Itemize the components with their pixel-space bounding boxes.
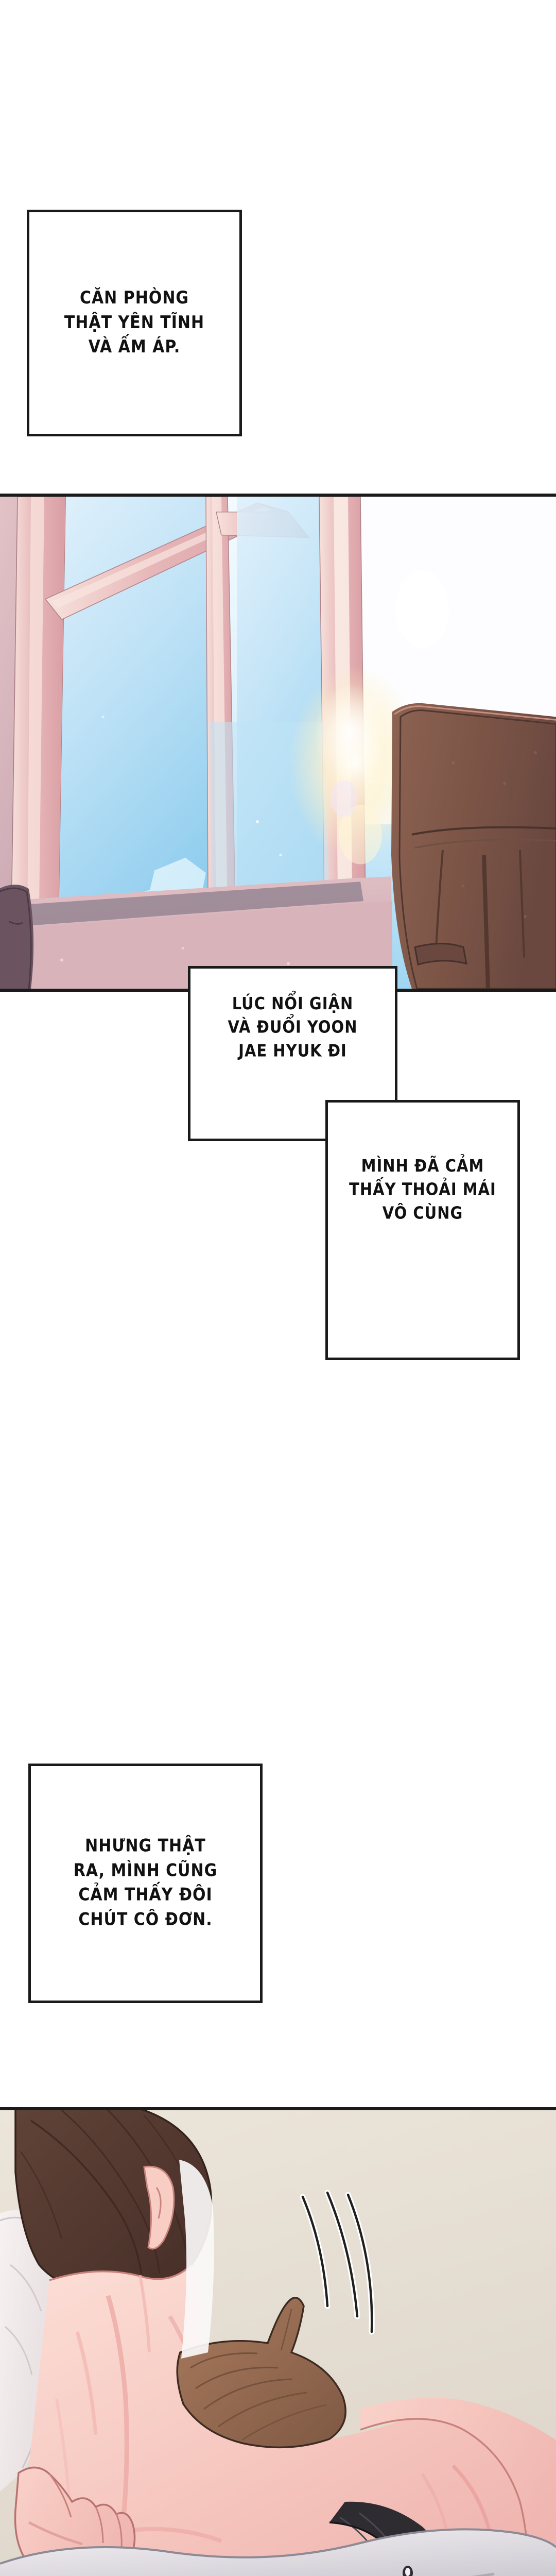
narration-line: LÚC NỔI GIẬN (232, 993, 354, 1013)
grey-sheet (0, 2528, 556, 2576)
narration-box-room-quiet: CĂN PHÒNG THẬT YÊN TĨNH VÀ ẤM ÁP. (27, 210, 242, 436)
narration-line: VÀ ẤM ÁP. (88, 337, 181, 358)
motion-lines (300, 2190, 375, 2335)
ear (143, 2165, 175, 2250)
narration-text: MÌNH ĐÃ CẢM THẤY THOẢI MÁI VÔ CÙNG (349, 1154, 496, 1306)
narration-line: CẢM THẤY ĐÔI (78, 1885, 213, 1906)
narration-line: RA, MÌNH CŨNG (73, 1860, 218, 1881)
left-chair-edge (0, 885, 34, 989)
office-window-panel (0, 494, 556, 992)
narration-line: NHƯNG THẬT (85, 1836, 206, 1856)
embrace-panel (0, 2107, 556, 2576)
narration-box-angry-drove-away: LÚC NỔI GIẬN VÀ ĐUỔI YOON JAE HYUK ĐI (188, 966, 397, 1141)
embrace-illustration (0, 2110, 556, 2576)
narration-line: CHÚT CÔ ĐƠN. (78, 1909, 213, 1930)
narration-text: NHƯNG THẬT RA, MÌNH CŨNG CẢM THẤY ĐÔI CH… (74, 1834, 218, 1933)
narration-line: JAE HYUK ĐI (238, 1041, 347, 1061)
office-window-illustration (0, 497, 556, 989)
light-hair (176, 2297, 346, 2449)
narration-box-felt-comfortable: MÌNH ĐÃ CẢM THẤY THOẢI MÁI VÔ CÙNG (325, 1100, 520, 1360)
dark-hair (14, 2110, 213, 2295)
narration-text: LÚC NỔI GIẬN VÀ ĐUỔI YOON JAE HYUK ĐI (228, 992, 358, 1115)
narration-line: VÔ CÙNG (382, 1203, 463, 1223)
narration-line: MÌNH ĐÃ CẢM (361, 1156, 484, 1176)
narration-line: VÀ ĐUỔI YOON (228, 1017, 358, 1037)
narration-line: CĂN PHÒNG (79, 287, 189, 309)
narration-line: THẬT YÊN TĨNH (64, 312, 205, 333)
narration-line: THẤY THOẢI MÁI (349, 1179, 496, 1199)
narration-text: CĂN PHÒNG THẬT YÊN TĨNH VÀ ẤM ÁP. (64, 286, 204, 360)
narration-box-but-lonely: NHƯNG THẬT RA, MÌNH CŨNG CẢM THẤY ĐÔI CH… (28, 1764, 263, 2003)
office-chair (391, 703, 556, 989)
